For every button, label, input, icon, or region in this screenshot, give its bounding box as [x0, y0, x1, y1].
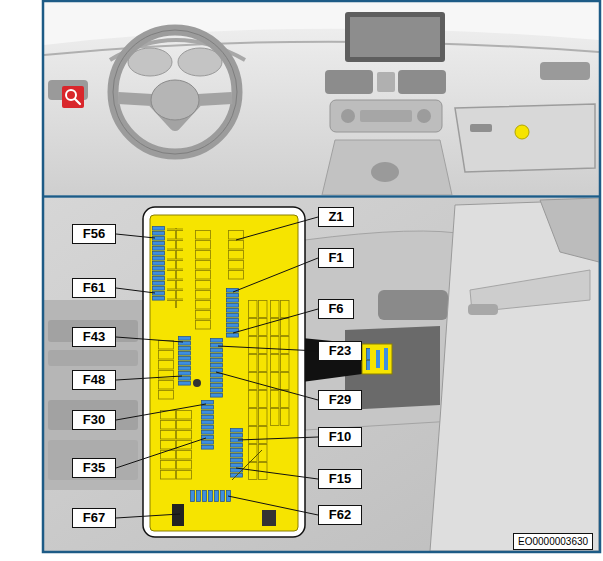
callout-number: F1 — [318, 248, 354, 268]
callout-number: F62 — [318, 505, 362, 525]
leader-line — [116, 337, 183, 342]
callout-number: F61 — [72, 278, 116, 298]
leader-line — [216, 372, 318, 400]
leader-line — [116, 438, 206, 468]
leader-line — [116, 234, 155, 238]
callout-number: F6 — [318, 299, 354, 319]
leader-line — [116, 288, 155, 293]
leader-line — [116, 404, 206, 420]
leader-line — [116, 376, 182, 380]
callout-number: F15 — [318, 469, 362, 489]
figure-code: EO0000003630 — [513, 533, 593, 550]
callout-number: Z1 — [318, 207, 354, 227]
leader-line — [233, 309, 318, 333]
leader-line — [218, 346, 318, 351]
leader-line — [233, 258, 318, 292]
callout-number: F48 — [72, 370, 116, 390]
callout-number: F56 — [72, 224, 116, 244]
leader-line — [236, 217, 318, 240]
callout-number: F67 — [72, 508, 116, 528]
callout-number: F43 — [72, 327, 116, 347]
leader-line — [238, 437, 318, 440]
leader-line — [116, 514, 180, 518]
leader-line — [228, 496, 318, 515]
callout-number: F29 — [318, 390, 362, 410]
callout-number: F35 — [72, 458, 116, 478]
leader-line — [236, 468, 318, 479]
fuse-box-detail — [44, 198, 599, 551]
callout-number: F23 — [318, 341, 362, 361]
callout-number: F30 — [72, 410, 116, 430]
callout-number: F10 — [318, 427, 362, 447]
dashboard-view — [44, 2, 599, 195]
